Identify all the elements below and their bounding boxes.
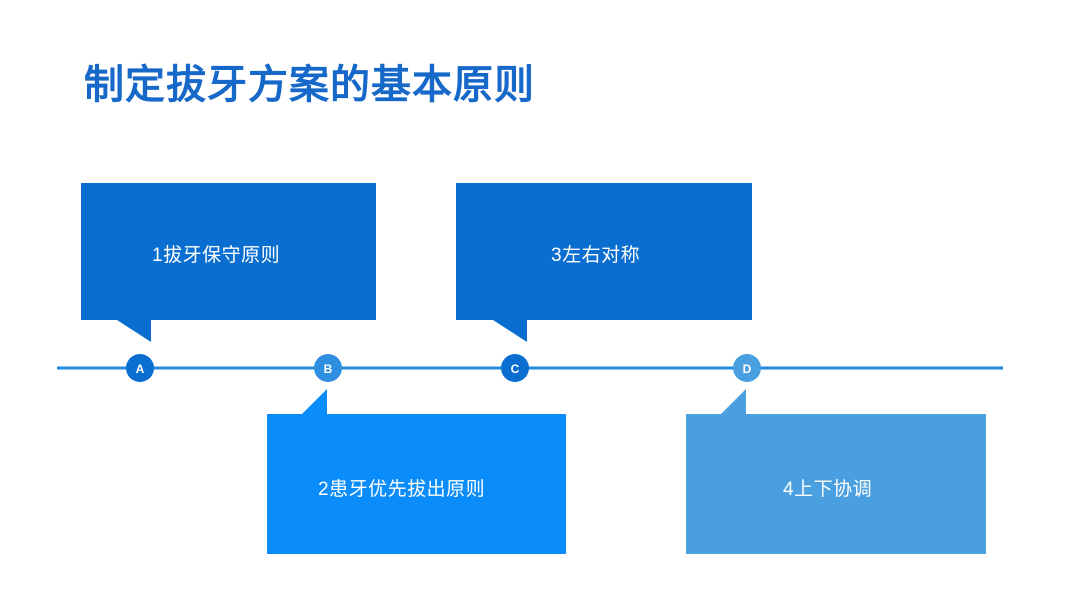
node-d-label: D <box>743 362 752 376</box>
callout-4-label: 4上下协调 <box>783 479 873 500</box>
node-a-circle <box>126 354 154 382</box>
callout-1-shape[interactable] <box>81 183 376 342</box>
callout-1-label: 1拔牙保守原则 <box>152 245 281 266</box>
callout-3-body <box>456 183 752 342</box>
callout-4-body <box>686 389 986 554</box>
page-title: 制定拔牙方案的基本原则 <box>84 63 535 107</box>
timeline-node-d[interactable]: D <box>733 354 761 382</box>
callout-4-shape[interactable] <box>686 389 986 554</box>
callout-2-label: 2患牙优先拔出原则 <box>318 479 486 500</box>
node-b-circle <box>314 354 342 382</box>
timeline-node-a[interactable]: A <box>126 354 154 382</box>
node-c-label: C <box>511 362 520 376</box>
node-c-circle <box>501 354 529 382</box>
node-d-circle <box>733 354 761 382</box>
node-b-label: B <box>324 362 333 376</box>
callout-1-body <box>81 183 376 342</box>
callout-3-shape[interactable] <box>456 183 752 342</box>
callout-3-label: 3左右对称 <box>551 245 641 266</box>
timeline-node-b[interactable]: B <box>314 354 342 382</box>
node-a-label: A <box>136 362 145 376</box>
callout-2-shape[interactable] <box>267 389 566 554</box>
timeline-node-c[interactable]: C <box>501 354 529 382</box>
callout-2-body <box>267 389 566 554</box>
